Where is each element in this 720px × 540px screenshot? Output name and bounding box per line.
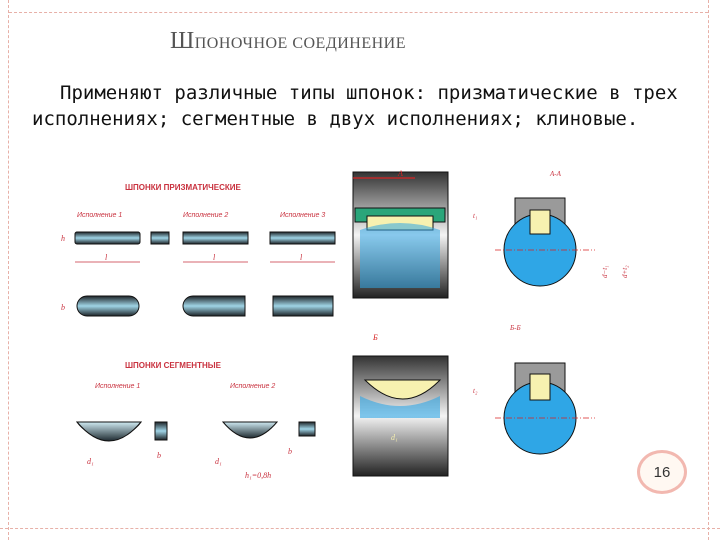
frame-border-bottom xyxy=(0,528,720,540)
body-paragraph: Применяют различные типы шпонок: призмат… xyxy=(32,80,687,132)
segment-key-2-end xyxy=(298,421,316,437)
key-connection-drawing: ШПОНКИ ПРИЗМАТИЧЕСКИЕ Исполнение 1 Испол… xyxy=(61,169,629,480)
dim-t2: t₂ xyxy=(473,387,478,395)
dim-d-t1: d−t₁ xyxy=(601,265,609,278)
note-h1: h₁=0,8h xyxy=(245,471,271,480)
dim-b-2: b xyxy=(157,451,161,460)
segment-heading: ШПОНКИ СЕГМЕНТНЫЕ xyxy=(125,361,222,370)
prismatic-key-2-side xyxy=(182,231,249,245)
prismatic-key-3-plan xyxy=(272,295,334,317)
prismatic-key-3-side xyxy=(269,231,336,245)
paragraph-text: Применяют различные типы шпонок: призмат… xyxy=(32,82,678,130)
slide-title: ШПОНОЧНОЕ СОЕДИНЕНИЕ xyxy=(170,28,590,55)
dim-b-1: b xyxy=(61,303,65,312)
key-section-a xyxy=(529,209,551,235)
prismatic-key-1-end xyxy=(150,231,170,245)
prismatic-key-1-side xyxy=(74,231,141,245)
key-section-b xyxy=(529,373,551,401)
dim-d1-assembly: d₁ xyxy=(391,433,398,442)
dim-l-3: l xyxy=(300,253,303,262)
prismatic-heading: ШПОНКИ ПРИЗМАТИЧЕСКИЕ xyxy=(125,183,242,192)
prismatic-variant-2-label: Исполнение 2 xyxy=(183,212,228,219)
section-mark-a: А xyxy=(397,169,403,178)
shaft-cutaway-top xyxy=(360,223,440,288)
dim-l-1: l xyxy=(105,253,108,262)
section-mark-b: Б xyxy=(372,333,378,342)
dim-d-t2: d+t₂ xyxy=(621,265,629,278)
title-initial: Ш xyxy=(170,28,195,54)
dim-h-1: h xyxy=(61,234,65,243)
segment-key-2-full xyxy=(221,421,279,439)
segment-key-assembly xyxy=(363,379,442,400)
section-bb-label: Б-Б xyxy=(509,324,521,332)
frame-border-left xyxy=(0,0,9,540)
shaft-cutaway-bottom xyxy=(360,396,440,418)
prismatic-key-2-plan xyxy=(182,295,246,317)
page-number: 16 xyxy=(653,463,671,481)
prismatic-key-1-plan xyxy=(76,295,140,317)
title-rest: ПОНОЧНОЕ СОЕДИНЕНИЕ xyxy=(194,35,406,52)
segment-key-1-full xyxy=(75,421,143,442)
page-number-badge: 16 xyxy=(637,450,687,494)
prismatic-variant-1-label: Исполнение 1 xyxy=(77,212,122,219)
segment-variant-2-label: Исполнение 2 xyxy=(230,383,275,390)
segment-variant-1-label: Исполнение 1 xyxy=(95,383,140,390)
segment-key-1-end xyxy=(154,421,168,441)
dim-l-2: l xyxy=(213,253,216,262)
dim-b-3: b xyxy=(288,447,292,456)
dim-d1-2: d₁ xyxy=(215,457,222,466)
dim-d1-1: d₁ xyxy=(87,457,94,466)
prismatic-variant-3-label: Исполнение 3 xyxy=(280,212,325,219)
frame-border-right xyxy=(708,0,720,540)
section-aa-label: А-А xyxy=(549,170,562,178)
frame-border-top xyxy=(9,12,708,13)
dim-t1: t₁ xyxy=(473,212,477,220)
